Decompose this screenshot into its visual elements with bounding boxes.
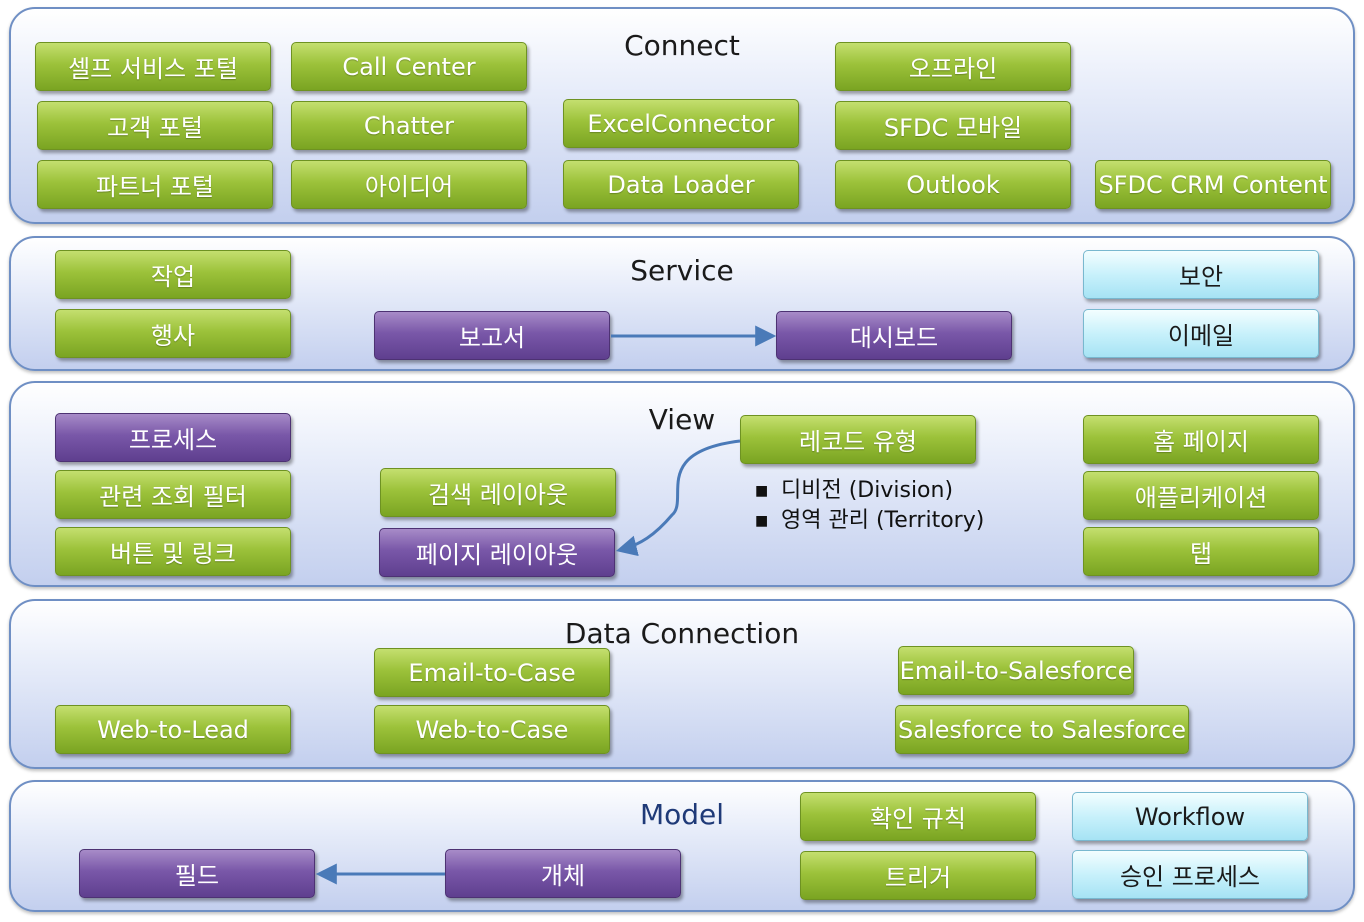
box-chatter[interactable]: Chatter xyxy=(291,101,527,150)
box-email[interactable]: 이메일 xyxy=(1083,309,1319,358)
bullet-territory-text: 영역 관리 (Territory) xyxy=(781,508,985,533)
box-customer-portal[interactable]: 고객 포털 xyxy=(37,101,273,150)
box-process[interactable]: 프로세스 xyxy=(55,413,291,462)
bullet-territory: ■ 영역 관리 (Territory) xyxy=(755,502,984,534)
box-sfdc-mobile[interactable]: SFDC 모바일 xyxy=(835,101,1071,150)
box-dashboards[interactable]: 대시보드 xyxy=(776,311,1012,360)
box-tab[interactable]: 탭 xyxy=(1083,527,1319,576)
box-tasks[interactable]: 작업 xyxy=(55,250,291,299)
box-call-center[interactable]: Call Center xyxy=(291,42,527,91)
box-security[interactable]: 보안 xyxy=(1083,250,1319,299)
box-application[interactable]: 애플리케이션 xyxy=(1083,471,1319,520)
bullet-square-icon: ■ xyxy=(755,483,769,499)
box-workflow[interactable]: Workflow xyxy=(1072,792,1308,841)
box-events[interactable]: 행사 xyxy=(55,309,291,358)
layer-title-data-connection: Data Connection xyxy=(564,617,800,650)
box-self-service-portal[interactable]: 셀프 서비스 포털 xyxy=(35,42,271,91)
box-ideas[interactable]: 아이디어 xyxy=(291,160,527,209)
box-home-page[interactable]: 홈 페이지 xyxy=(1083,415,1319,464)
box-page-layout[interactable]: 페이지 레이아웃 xyxy=(379,528,615,577)
bullet-division: ■ 디비전 (Division) xyxy=(755,472,953,504)
box-approval-process[interactable]: 승인 프로세스 xyxy=(1072,850,1308,899)
box-web-to-lead[interactable]: Web-to-Lead xyxy=(55,705,291,754)
box-objects[interactable]: 개체 xyxy=(445,849,681,898)
box-sfdc-crm-content[interactable]: SFDC CRM Content xyxy=(1095,160,1331,209)
box-outlook[interactable]: Outlook xyxy=(835,160,1071,209)
box-lookup-filter[interactable]: 관련 조회 필터 xyxy=(55,470,291,519)
box-fields[interactable]: 필드 xyxy=(79,849,315,898)
box-search-layout[interactable]: 검색 레이아웃 xyxy=(380,468,616,517)
box-triggers[interactable]: 트리거 xyxy=(800,851,1036,900)
box-offline[interactable]: 오프라인 xyxy=(835,42,1071,91)
box-web-to-case[interactable]: Web-to-Case xyxy=(374,705,610,754)
box-email-to-salesforce[interactable]: Email-to-Salesforce xyxy=(898,646,1134,695)
box-excel-connector[interactable]: ExcelConnector xyxy=(563,99,799,148)
box-email-to-case[interactable]: Email-to-Case xyxy=(374,648,610,697)
box-salesforce-to-salesforce[interactable]: Salesforce to Salesforce xyxy=(895,705,1189,754)
box-buttons-links[interactable]: 버튼 및 링크 xyxy=(55,527,291,576)
bullet-square-icon: ■ xyxy=(755,513,769,529)
box-data-loader[interactable]: Data Loader xyxy=(563,160,799,209)
bullet-division-text: 디비전 (Division) xyxy=(781,478,954,503)
box-partner-portal[interactable]: 파트너 포털 xyxy=(37,160,273,209)
box-reports[interactable]: 보고서 xyxy=(374,311,610,360)
box-validation-rules[interactable]: 확인 규칙 xyxy=(800,792,1036,841)
box-record-type[interactable]: 레코드 유형 xyxy=(740,415,976,464)
